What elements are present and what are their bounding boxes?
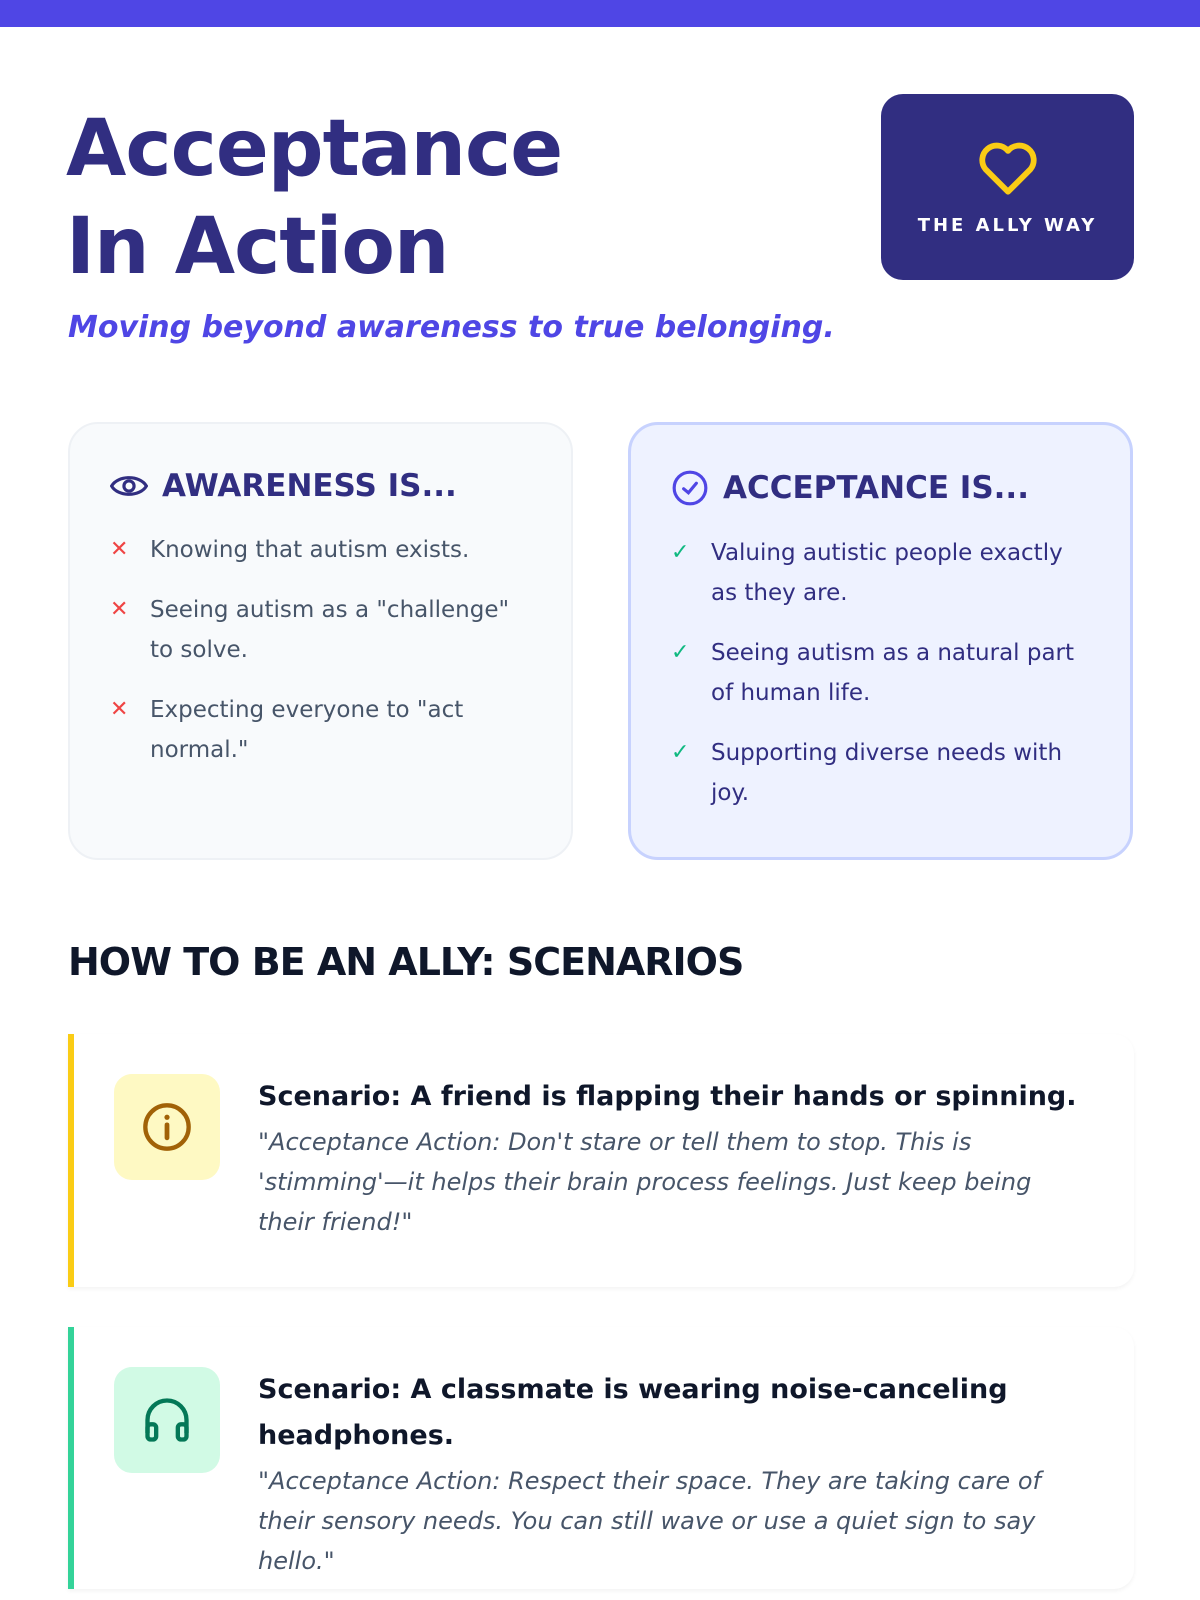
icon-box <box>114 1367 220 1473</box>
cross-icon: ✕ <box>110 597 129 622</box>
accent-bar <box>68 1327 74 1589</box>
list-item: ✕ Seeing autism as a "challenge" to solve… <box>110 590 531 670</box>
list-item: ✓ Valuing autistic people exactly as they… <box>671 533 1090 613</box>
check-circle-icon <box>672 470 708 506</box>
check-icon: ✓ <box>671 640 690 665</box>
scenario-title: Scenario: A friend is flapping their han… <box>258 1081 1077 1112</box>
list-item: ✓ Seeing autism as a natural part of huma… <box>671 633 1090 713</box>
item-text: Seeing autism as a "challenge" to solve. <box>150 597 510 663</box>
scenario-card: Scenario: A classmate is wearing noise-c… <box>68 1327 1134 1589</box>
acceptance-card: ACCEPTANCE IS... ✓ Valuing autistic peopl… <box>628 422 1133 860</box>
eye-icon <box>110 476 148 496</box>
list-item: ✕ Knowing that autism exists. <box>110 530 531 570</box>
top-accent-bar <box>0 0 1200 27</box>
heart-icon <box>978 142 1037 195</box>
scenario-title: Scenario: A classmate is wearing noise-c… <box>258 1374 1008 1451</box>
item-text: Seeing autism as a natural part of human… <box>711 640 1075 706</box>
scenario-text: "Acceptance Action: Don't stare or tell … <box>258 1128 1032 1236</box>
scenarios-heading: HOW TO BE AN ALLY: SCENARIOS <box>68 940 744 984</box>
title-line-1: Acceptance <box>66 104 563 194</box>
list-item: ✕ Expecting everyone to "act normal." <box>110 690 531 770</box>
scenario-text: "Acceptance Action: Respect their space.… <box>258 1467 1041 1575</box>
item-text: Knowing that autism exists. <box>150 537 470 563</box>
check-icon: ✓ <box>671 540 690 565</box>
item-text: Supporting diverse needs with joy. <box>711 740 1063 806</box>
info-icon <box>143 1103 191 1151</box>
icon-box <box>114 1074 220 1180</box>
check-icon: ✓ <box>671 740 690 765</box>
accent-bar <box>68 1034 74 1287</box>
item-text: Valuing autistic people exactly as they … <box>711 540 1063 606</box>
badge-label: THE ALLY WAY <box>917 214 1098 236</box>
title-line-2: In Action <box>66 202 449 292</box>
awareness-title: AWARENESS IS... <box>162 468 457 504</box>
item-text: Expecting everyone to "act normal." <box>150 697 464 763</box>
headphones-icon <box>145 1398 189 1442</box>
list-item: ✓ Supporting diverse needs with joy. <box>671 733 1090 813</box>
subtitle: Moving beyond awareness to true belongin… <box>68 310 835 345</box>
scenario-card: Scenario: A friend is flapping their han… <box>68 1034 1134 1287</box>
awareness-card: AWARENESS IS... ✕ Knowing that autism exi… <box>68 422 573 860</box>
ally-way-badge: THE ALLY WAY <box>881 94 1134 280</box>
cross-icon: ✕ <box>110 537 129 562</box>
cross-icon: ✕ <box>110 697 129 722</box>
acceptance-title: ACCEPTANCE IS... <box>723 470 1029 506</box>
